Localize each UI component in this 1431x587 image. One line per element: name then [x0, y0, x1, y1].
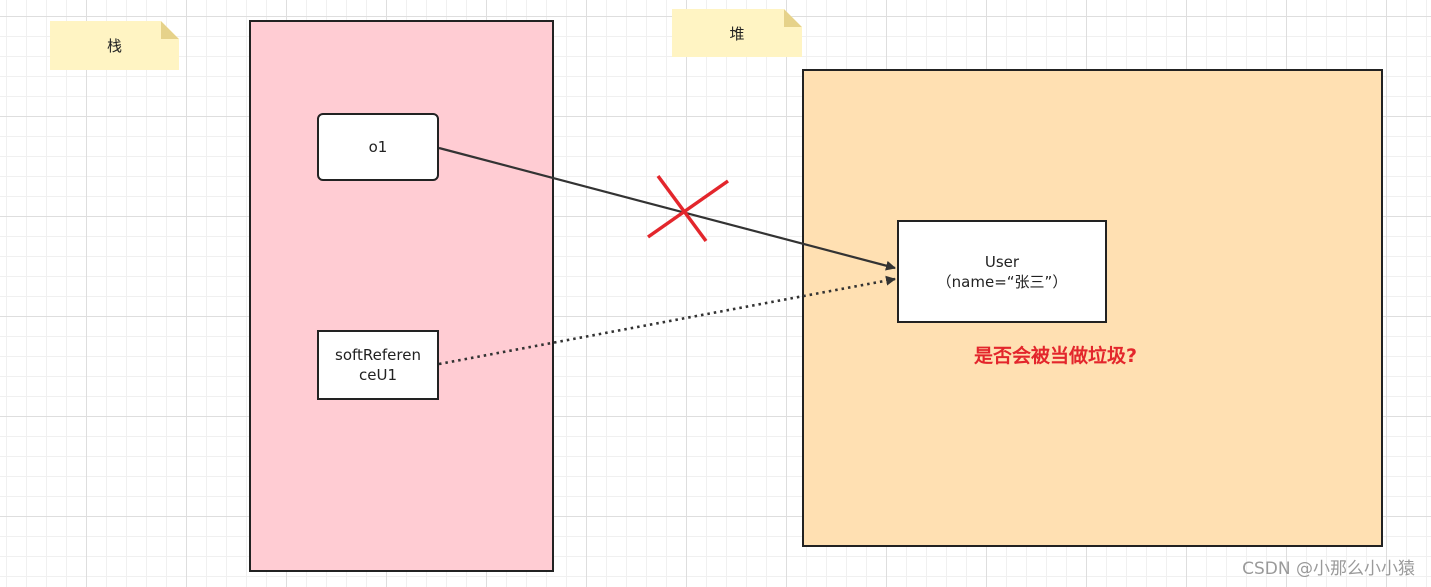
- heap-note-label: 堆: [729, 24, 745, 43]
- garbage-question: 是否会被当做垃圾?: [974, 345, 1138, 367]
- user-object-label-line1: User: [984, 252, 1020, 271]
- heap-note: 堆: [672, 9, 802, 57]
- stack-region: [249, 20, 554, 572]
- soft-reference-node[interactable]: softReferen ceU1: [317, 330, 439, 400]
- soft-reference-label-line2: ceU1: [359, 366, 397, 384]
- soft-reference-arrow: [438, 275, 896, 366]
- user-object-label-line2: （name=“张三”）: [936, 272, 1068, 291]
- strong-reference-arrow: [438, 146, 896, 271]
- soft-reference-label-line1: softReferen: [335, 346, 421, 364]
- watermark: CSDN @小那么小小猿: [1242, 559, 1415, 579]
- stack-note-label: 栈: [106, 37, 122, 55]
- user-object-node[interactable]: User （name=“张三”）: [897, 220, 1107, 323]
- o1-node[interactable]: o1: [317, 113, 439, 181]
- o1-label: o1: [368, 138, 388, 156]
- cross-icon: [646, 174, 730, 243]
